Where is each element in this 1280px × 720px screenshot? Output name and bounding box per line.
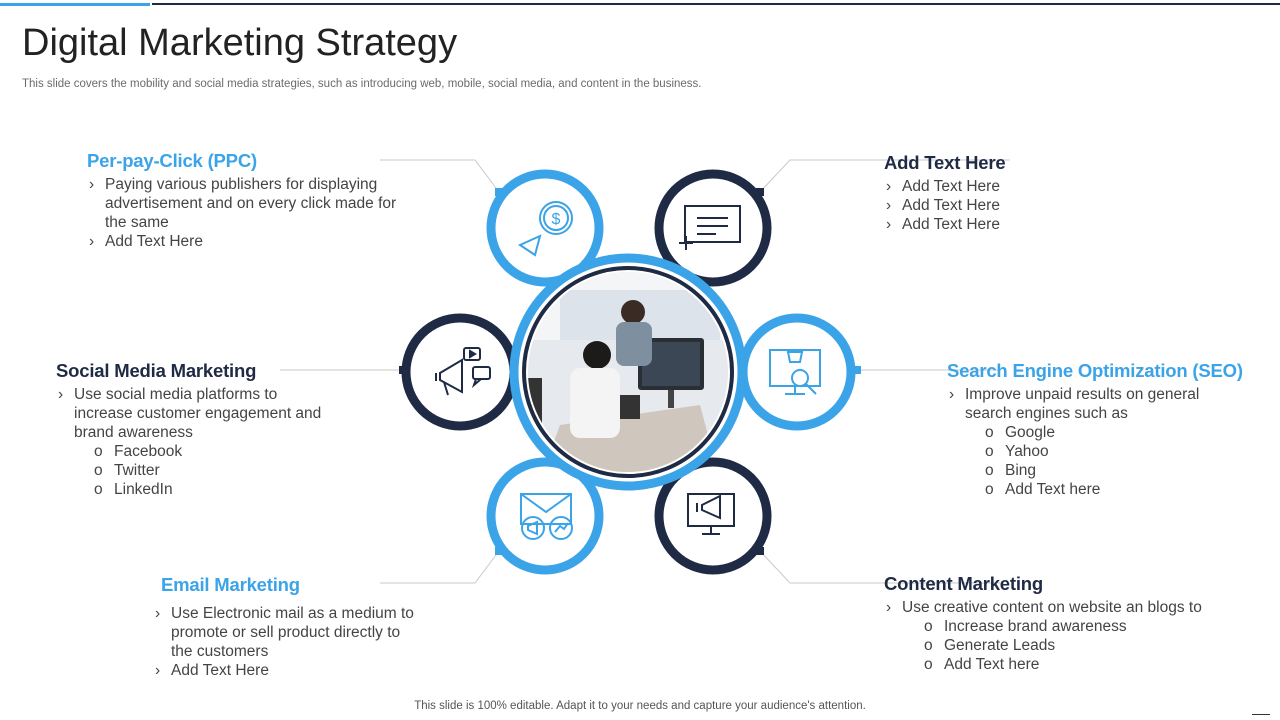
ring-seo (738, 313, 856, 431)
connector-lines (280, 159, 1010, 584)
seo-list: Improve unpaid results on general search… (947, 385, 1227, 423)
add-text-list: Add Text Here Add Text Here Add Text Her… (884, 177, 1204, 234)
list-item: Use creative content on website an blogs… (884, 598, 1244, 617)
megaphone-chat-icon (435, 347, 491, 396)
footer-note: This slide is 100% editable. Adapt it to… (414, 700, 866, 712)
list-item: Add Text Here (87, 232, 417, 251)
ppc-list: Paying various publishers for displaying… (87, 175, 417, 251)
email-section: Email Marketing Use Electronic mail as a… (153, 574, 423, 680)
ring-ppc (486, 169, 604, 287)
list-item: Google (985, 423, 1267, 442)
social-list: Use social media platforms to increase c… (56, 385, 326, 442)
junction-marker-seo (853, 366, 861, 374)
list-item: Use social media platforms to increase c… (56, 385, 326, 442)
corner-rule (1252, 714, 1270, 715)
dollar-cursor-icon: $ (517, 201, 573, 257)
social-section: Social Media Marketing Use social media … (56, 360, 326, 499)
top-accent-line (0, 3, 150, 6)
ring-email (486, 457, 604, 575)
list-item: Add Text Here (884, 196, 1204, 215)
list-item: Use Electronic mail as a medium to promo… (153, 604, 423, 661)
list-item: Add Text Here (153, 661, 423, 680)
add-text-section: Add Text Here Add Text Here Add Text Her… (884, 152, 1204, 234)
seo-section: Search Engine Optimization (SEO) Improve… (947, 360, 1267, 499)
top-rule-line (152, 3, 1280, 5)
center-photo (528, 272, 728, 472)
add-text-heading: Add Text Here (884, 152, 1006, 173)
list-item: LinkedIn (94, 480, 326, 499)
list-item: Add Text Here (884, 215, 1204, 234)
list-item: Bing (985, 461, 1267, 480)
seo-heading: Search Engine Optimization (SEO) (947, 360, 1243, 381)
content-list: Use creative content on website an blogs… (884, 598, 1244, 617)
monitor-megaphone-icon (687, 493, 735, 535)
ppc-heading: Per-pay-Click (PPC) (87, 150, 257, 171)
svg-text:$: $ (552, 211, 561, 228)
list-item: Increase brand awareness (924, 617, 1244, 636)
content-sub-list: Increase brand awareness Generate Leads … (884, 617, 1244, 674)
ring-social (401, 313, 519, 431)
list-item: Generate Leads (924, 636, 1244, 655)
junction-marker-add-text (756, 188, 764, 196)
ppc-section: Per-pay-Click (PPC) Paying various publi… (87, 150, 417, 251)
list-item: Facebook (94, 442, 326, 461)
email-megaphone-icon (520, 493, 573, 540)
ring-add-text (654, 169, 772, 287)
list-item: Yahoo (985, 442, 1267, 461)
seo-sub-list: Google Yahoo Bing Add Text here (947, 423, 1267, 499)
social-heading: Social Media Marketing (56, 360, 257, 381)
list-item: Improve unpaid results on general search… (947, 385, 1227, 423)
page-title: Digital Marketing Strategy (22, 22, 458, 64)
content-heading: Content Marketing (884, 573, 1043, 594)
list-item: Twitter (94, 461, 326, 480)
list-item: Add Text here (985, 480, 1267, 499)
social-sub-list: Facebook Twitter LinkedIn (56, 442, 326, 499)
junction-marker-content (756, 547, 764, 555)
presentation-board-icon (679, 205, 741, 250)
content-section: Content Marketing Use creative content o… (884, 573, 1244, 674)
list-item: Paying various publishers for displaying… (87, 175, 417, 232)
list-item: Add Text here (924, 655, 1244, 674)
list-item: Add Text Here (884, 177, 1204, 196)
ring-content (654, 457, 772, 575)
email-heading: Email Marketing (161, 574, 300, 595)
page-subtitle: This slide covers the mobility and socia… (22, 78, 702, 90)
trophy-search-icon (769, 349, 821, 395)
email-list: Use Electronic mail as a medium to promo… (153, 604, 423, 680)
